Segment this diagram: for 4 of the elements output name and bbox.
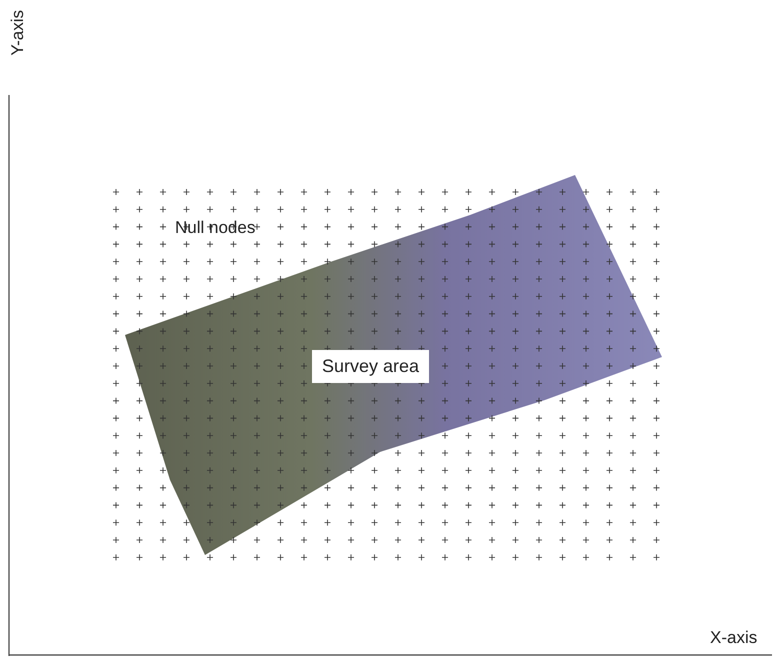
axis-label: X-axis [710, 628, 758, 648]
grid-label: Null nodes [175, 218, 256, 238]
axis-label: Y-axis [8, 10, 28, 56]
area-label: Survey area [312, 350, 430, 383]
